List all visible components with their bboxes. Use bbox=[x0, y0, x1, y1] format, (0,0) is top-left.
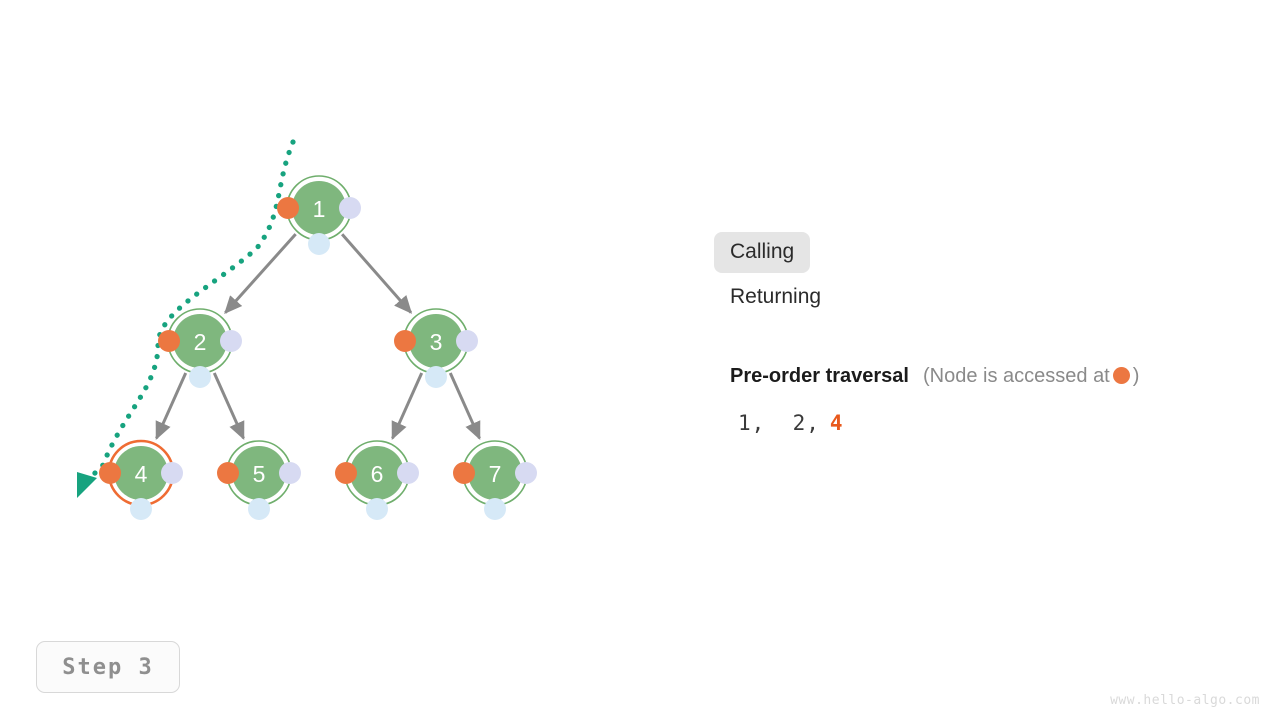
node-bottom-dot-icon bbox=[130, 498, 152, 520]
watermark: www.hello-algo.com bbox=[1110, 693, 1260, 708]
node-right-dot-icon bbox=[339, 197, 361, 219]
tree-node-7[interactable]: 7 bbox=[453, 440, 537, 520]
tree-node-1[interactable]: 1 bbox=[277, 175, 361, 255]
tree-edge bbox=[448, 372, 481, 440]
node-value-label: 5 bbox=[253, 461, 266, 487]
node-disc bbox=[409, 314, 463, 368]
node-access-dot-icon bbox=[158, 330, 180, 352]
node-value-label: 3 bbox=[430, 329, 443, 355]
node-access-dot-icon bbox=[217, 462, 239, 484]
node-bottom-dot-icon bbox=[308, 233, 330, 255]
node-access-dot-icon bbox=[99, 462, 121, 484]
tree-node-4[interactable]: 4 bbox=[99, 439, 183, 520]
node-value-label: 1 bbox=[313, 196, 326, 222]
traversal-legend-note-suffix: ) bbox=[1132, 365, 1140, 387]
state-legend-panel: Calling Returning bbox=[714, 232, 1254, 322]
node-access-dot-icon bbox=[394, 330, 416, 352]
traversal-legend-note-prefix: (Node is accessed at bbox=[922, 365, 1110, 387]
node-right-dot-icon bbox=[456, 330, 478, 352]
traversal-path-line bbox=[88, 139, 296, 480]
traversal-sequence-visited: 1, 2, bbox=[738, 411, 820, 435]
node-disc bbox=[173, 314, 227, 368]
traversal-legend: Pre-order traversal (Node is accessed at) bbox=[730, 366, 1270, 386]
tree-edge bbox=[212, 372, 245, 440]
traversal-sequence: 1, 2, 4 bbox=[738, 411, 844, 435]
node-access-dot-icon bbox=[453, 462, 475, 484]
node-bottom-dot-icon bbox=[189, 366, 211, 388]
node-value-label: 4 bbox=[135, 461, 148, 487]
node-bottom-dot-icon bbox=[366, 498, 388, 520]
orange-dot-icon bbox=[1112, 367, 1130, 384]
tree-edge bbox=[391, 372, 424, 440]
node-right-dot-icon bbox=[220, 330, 242, 352]
state-row-returning: Returning bbox=[714, 277, 1254, 318]
node-bottom-dot-icon bbox=[425, 366, 447, 388]
node-right-dot-icon bbox=[161, 462, 183, 484]
state-row-calling: Calling bbox=[714, 232, 1254, 273]
tree-edge bbox=[155, 372, 188, 440]
tree-edge bbox=[340, 233, 413, 314]
state-chip-returning[interactable]: Returning bbox=[730, 285, 822, 308]
traversal-sequence-current: 4 bbox=[829, 411, 844, 435]
node-disc bbox=[350, 446, 404, 500]
node-disc bbox=[468, 446, 522, 500]
node-disc bbox=[114, 446, 168, 500]
tree-node-2[interactable]: 2 bbox=[158, 308, 242, 388]
step-badge: Step 3 bbox=[36, 641, 180, 693]
node-right-dot-icon bbox=[397, 462, 419, 484]
node-bottom-dot-icon bbox=[484, 498, 506, 520]
tree-node-5[interactable]: 5 bbox=[217, 440, 301, 520]
tree-node-3[interactable]: 3 bbox=[394, 308, 478, 388]
tree-nodes: 1 2 3 4 5 6 7 bbox=[99, 175, 537, 520]
binary-tree-diagram: 1 2 3 4 5 6 7 bbox=[77, 139, 537, 520]
traversal-path-arrowhead bbox=[77, 472, 97, 498]
node-bottom-dot-icon bbox=[248, 498, 270, 520]
tree-edge bbox=[224, 233, 297, 315]
state-chip-calling[interactable]: Calling bbox=[714, 232, 811, 273]
node-access-dot-icon bbox=[277, 197, 299, 219]
node-disc bbox=[292, 181, 346, 235]
tree-node-6[interactable]: 6 bbox=[335, 440, 419, 520]
node-value-label: 2 bbox=[194, 329, 207, 355]
node-right-dot-icon bbox=[515, 462, 537, 484]
node-value-label: 6 bbox=[371, 461, 384, 487]
traversal-path bbox=[77, 139, 296, 498]
node-right-dot-icon bbox=[279, 462, 301, 484]
step-label: Step 3 bbox=[62, 654, 154, 680]
node-disc bbox=[232, 446, 286, 500]
node-access-dot-icon bbox=[335, 462, 357, 484]
traversal-legend-title: Pre-order traversal bbox=[730, 365, 909, 387]
node-value-label: 7 bbox=[489, 461, 502, 487]
tree-edges bbox=[155, 233, 481, 440]
